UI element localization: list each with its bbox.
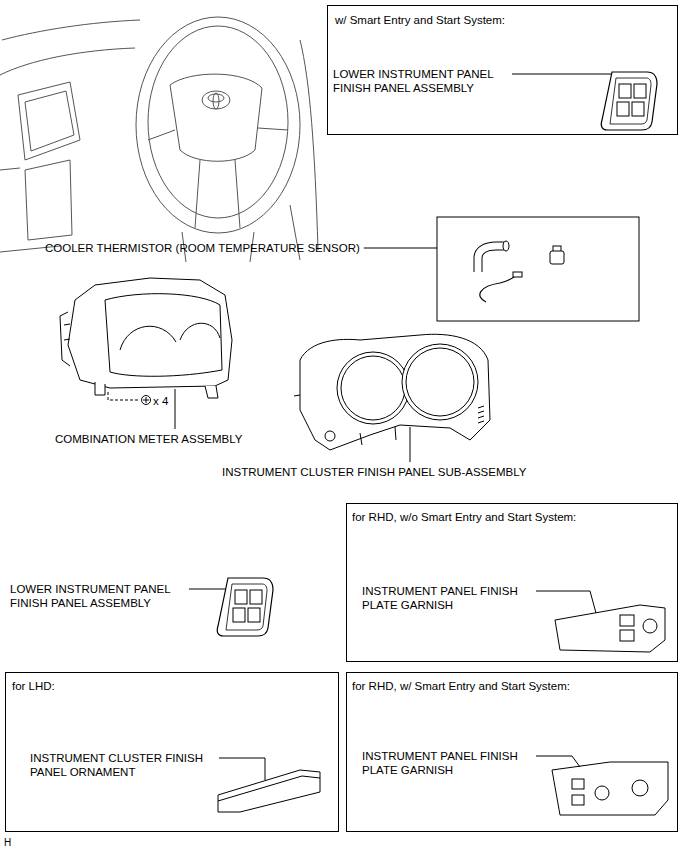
meter-body (68, 278, 232, 388)
wheel-spoke (148, 128, 288, 228)
plate-garnish (552, 762, 668, 815)
garnish-knob (595, 786, 609, 800)
part-name: INSTRUMENT CLUSTER FINISH PANEL SUB-ASSE… (222, 465, 526, 479)
leader-line (364, 248, 437, 249)
dash-line (2, 20, 140, 40)
steering-wheel (136, 17, 300, 233)
figure-code: H (4, 836, 11, 850)
part-name: LOWER INSTRUMENT PANEL FINISH PANEL ASSE… (333, 67, 508, 95)
meter-detail (60, 312, 70, 366)
part-name: INSTRUMENT CLUSTER FINISH PANEL ORNAMENT (30, 751, 215, 779)
thermistor-hose (503, 241, 509, 251)
leader-line (536, 591, 596, 613)
garnish-button (572, 779, 584, 789)
part-name: INSTRUMENT PANEL FINISH PLATE GARNISH (362, 584, 532, 612)
thermistor-hose (478, 246, 505, 272)
meter-face (105, 294, 222, 377)
air-vent (25, 91, 74, 151)
part-name: INSTRUMENT PANEL FINISH PLATE GARNISH (362, 749, 532, 777)
part-frame (437, 217, 639, 321)
panel-opening (341, 356, 405, 420)
condition-heading: for RHD, w/ Smart Entry and Start System… (352, 679, 570, 693)
panel-opening (337, 352, 409, 424)
dash-panel (25, 160, 72, 240)
note-frame: for RHD, w/ Smart Entry and Start System… (346, 672, 678, 832)
quantity-label: x 4 (153, 394, 168, 408)
dash-line (0, 48, 135, 75)
garnish-body (555, 605, 665, 652)
screw (142, 396, 151, 405)
panel-opening (406, 348, 474, 416)
note-frame: w/ Smart Entry and Start System: LOWER IN… (327, 5, 678, 135)
garnish-knob (632, 780, 648, 796)
leader-line (175, 389, 176, 429)
part-name: LOWER INSTRUMENT PANEL FINISH PANEL ASSE… (10, 582, 185, 610)
thermistor-hose (478, 246, 505, 272)
panel-tab (294, 395, 396, 445)
part-name: COMBINATION METER ASSEMBLY (55, 432, 242, 446)
finish-panel (294, 334, 490, 450)
ornament-body (218, 770, 320, 812)
switch-panel (601, 72, 657, 130)
garnish-button (620, 630, 634, 641)
wheel-hub (170, 74, 262, 161)
thermistor-wire (480, 277, 514, 302)
condition-heading: for RHD, w/o Smart Entry and Start Syste… (352, 510, 576, 524)
emblem (208, 94, 224, 102)
dash-line (300, 40, 318, 250)
plate-garnish (555, 605, 665, 652)
emblem (213, 93, 219, 109)
clip (550, 251, 564, 264)
screw (143, 397, 149, 403)
note-frame: for LHD: INSTRUMENT CLUSTER FINISH PANEL … (5, 672, 339, 832)
panel-ornament (218, 770, 320, 812)
garnish-body (552, 762, 668, 815)
leader-line (189, 589, 225, 590)
part-name: COOLER THERMISTOR (ROOM TEMPERATURE SENS… (45, 241, 360, 255)
thermistor-tip (513, 272, 522, 277)
garnish-button (620, 615, 634, 626)
note-frame: for RHD, w/o Smart Entry and Start Syste… (346, 503, 678, 662)
dash-line (0, 168, 20, 170)
knob (325, 431, 335, 441)
condition-heading: for LHD: (12, 679, 55, 693)
condition-heading: w/ Smart Entry and Start System: (335, 13, 505, 27)
grille (478, 406, 484, 423)
emblem (202, 91, 230, 109)
air-vent (18, 82, 80, 160)
steering-wheel (148, 26, 288, 218)
garnish-knob (643, 619, 657, 633)
garnish-button (572, 795, 584, 805)
leader-line (219, 758, 265, 780)
ornament-edge (218, 776, 320, 801)
leader-line (410, 427, 411, 462)
panel-opening (402, 344, 478, 420)
combination-meter (60, 278, 232, 405)
leader-line (536, 756, 580, 767)
gauge-arc (120, 323, 220, 350)
switch-panel (217, 578, 273, 636)
dashed-line (108, 392, 139, 400)
dashboard-sketch (0, 17, 318, 262)
leader-line (512, 74, 612, 75)
